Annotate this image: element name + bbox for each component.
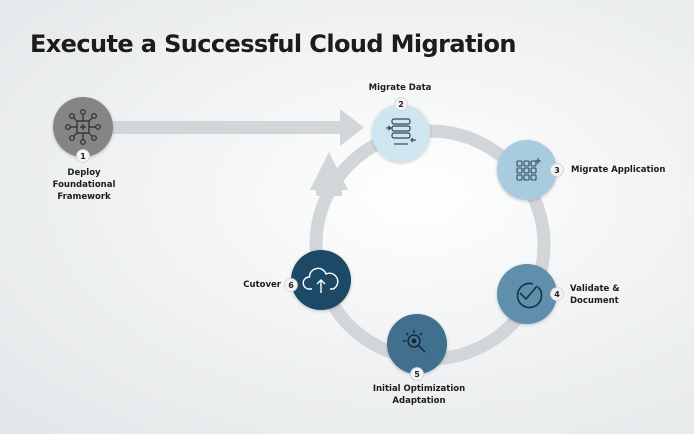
step-1: 1 [53, 97, 113, 163]
connector-arrow-head [340, 109, 364, 146]
cycle-arrow-stem [316, 186, 342, 196]
step-6-label-line-1: Cutover [243, 280, 281, 290]
step-5-label-line-2: Adaptation [392, 396, 446, 406]
cycle-arrowhead [310, 152, 348, 190]
connector-arrow-shaft [108, 121, 343, 134]
step-1-number-badge [76, 149, 90, 163]
step-3-number: 3 [554, 166, 560, 175]
step-1-number: 1 [80, 152, 86, 161]
step-5-label-line-1: Initial Optimization [372, 384, 466, 394]
step-1-label-line-3: Framework [57, 192, 111, 202]
step-6-number: 6 [288, 281, 294, 290]
step-3-number-badge [550, 163, 564, 177]
page-title: Execute a Successful Cloud Migration [30, 30, 516, 58]
step-1-label-line-2: Foundational [52, 180, 116, 190]
step-2-label: Migrate Data [369, 82, 432, 94]
step-4-label-line-1: Validate & [570, 284, 620, 294]
step-5-circle [387, 314, 447, 374]
step-2-label-line-1: Migrate Data [368, 83, 432, 93]
step-4-label-line-2: Document [570, 296, 619, 306]
network-nodes-icon [65, 109, 101, 145]
optimization-search-icon [403, 330, 426, 353]
step-1-label: Deploy Foundational Framework [53, 167, 116, 203]
step-6-label: Cutover [243, 279, 281, 291]
step-2-number: 2 [398, 100, 404, 109]
step-4-number: 4 [554, 290, 560, 299]
database-transfer-icon [386, 118, 416, 145]
step-2-number-badge [394, 97, 408, 111]
step-5: 5 [387, 314, 447, 381]
step-3-label: Migrate Application [571, 164, 665, 176]
check-circle-icon [516, 282, 543, 309]
step-3-circle [497, 140, 557, 200]
step-6: 6 [284, 250, 351, 310]
step-4-number-badge [550, 287, 564, 301]
step-5-number-badge [410, 367, 424, 381]
step-2: 2 [372, 97, 430, 162]
cloud-upload-icon [302, 267, 339, 293]
step-5-label: Initial Optimization Adaptation [373, 383, 465, 407]
step-4: 4 [497, 264, 564, 324]
step-5-number: 5 [414, 370, 420, 379]
step-6-number-badge [284, 278, 298, 292]
app-grid-icon [516, 158, 541, 181]
step-3: 3 [497, 140, 564, 200]
step-1-label-line-1: Deploy [67, 168, 101, 178]
step-4-circle [497, 264, 557, 324]
step-3-label-line-1: Migrate Application [571, 165, 666, 175]
step-4-label: Validate & Document [570, 283, 620, 307]
